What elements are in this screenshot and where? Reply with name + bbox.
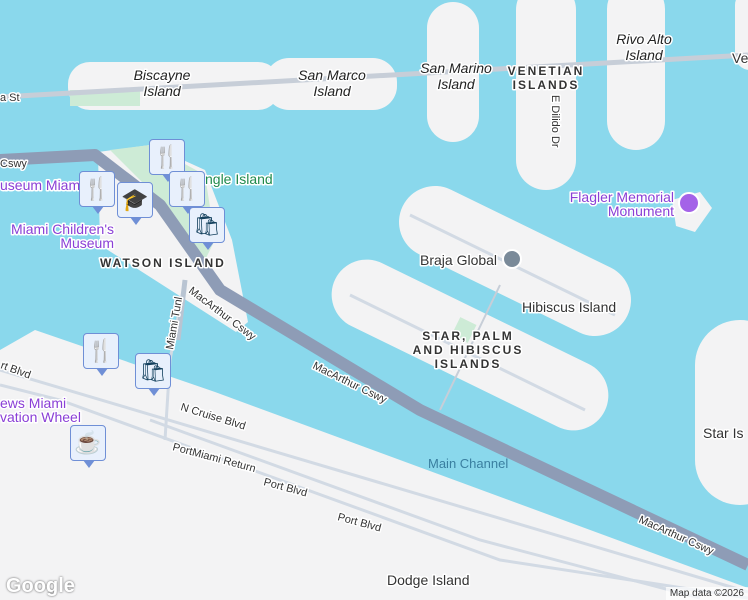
label-main-channel: Main Channel (428, 456, 508, 471)
label-macarthur-cswy: MacArthur Cswy (637, 514, 716, 558)
road (149, 418, 701, 600)
restaurant-icon[interactable]: 🍴 (83, 333, 119, 376)
miami-tunnel (175, 279, 188, 341)
venetian-causeway (0, 52, 748, 100)
shopping-icon[interactable]: 🛍 (135, 353, 171, 396)
restaurant-icon[interactable]: 🍴 (79, 171, 115, 214)
label-star-island: Star Is (703, 425, 743, 441)
san-marco-island (265, 58, 397, 110)
label-museum[interactable]: useum Miami (0, 176, 85, 195)
star-island (695, 320, 748, 505)
belle-isle (735, 0, 748, 70)
label-e-dilido-dr: E Dilido Dr (549, 95, 561, 148)
map-attribution[interactable]: Map data ©2026 (665, 587, 748, 600)
label-venetian-partial: Ve (732, 50, 748, 66)
label-cswy: Cswy (0, 158, 27, 170)
rivo-alto-island (607, 0, 665, 150)
label-hibiscus-island: Hibiscus Island (522, 299, 616, 315)
road (0, 368, 748, 594)
google-logo: Google (6, 575, 75, 597)
di-lido-island (516, 0, 576, 190)
label-street: a St (0, 92, 20, 104)
park-area (451, 317, 477, 343)
monument-icon[interactable] (678, 192, 700, 214)
label-jungle-island[interactable]: ngle Island (204, 170, 275, 189)
restaurant-icon[interactable]: 🍴 (149, 139, 185, 182)
label-braja-global[interactable]: Braja Global (419, 251, 499, 270)
coffee-icon[interactable]: ☕ (70, 425, 106, 468)
bridge (439, 284, 501, 411)
macarthur-causeway (0, 149, 748, 571)
education-icon[interactable]: 🎓 (117, 182, 153, 225)
landmark-icon[interactable] (502, 249, 522, 269)
dodge-island (0, 330, 748, 600)
restaurant-icon[interactable]: 🍴 (169, 171, 205, 214)
shopping-icon[interactable]: 🛍 (189, 207, 225, 250)
label-dodge-island: Dodge Island (387, 572, 470, 588)
label-watson-island: WATSON ISLAND (100, 256, 226, 270)
